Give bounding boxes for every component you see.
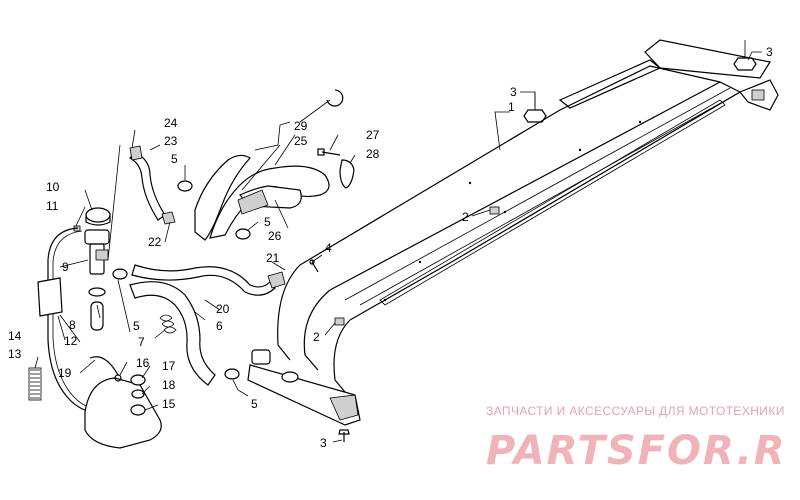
callout-10: 10: [46, 180, 60, 194]
callout-9: 9: [62, 260, 69, 274]
callout-2: 2: [462, 210, 469, 224]
callout-4: 4: [325, 241, 332, 255]
upper-coolant-hose: [194, 154, 330, 241]
callout-26: 26: [268, 229, 282, 243]
callout-3: 3: [320, 436, 327, 450]
callout-3: 3: [766, 45, 773, 59]
callout-11: 11: [46, 199, 59, 213]
callout-8: 8: [69, 318, 76, 332]
watermark-logo: PARTSFOR.RU: [486, 428, 784, 474]
callout-24: 24: [164, 116, 178, 130]
callout-17: 17: [162, 359, 176, 373]
callout-labels: 1 2 2 3 3 3 4 5 5 5 5 6 7 8 9 10 11 12 1…: [8, 45, 773, 450]
callout-1: 1: [508, 100, 515, 114]
callout-22: 22: [148, 235, 162, 249]
tunnel-heat-exchanger: [247, 39, 779, 426]
filler-neck-assembly: [73, 207, 111, 331]
callout-29: 29: [294, 119, 308, 133]
watermark-tagline: ЗАПЧАСТИ И АКСЕССУАРЫ ДЛЯ МОТОТЕХНИКИ: [486, 404, 785, 418]
coolant-bottle: [84, 356, 162, 449]
fasteners: [309, 40, 757, 442]
callout-25: 25: [294, 134, 308, 148]
callout-6: 6: [216, 319, 223, 333]
small-hose-23: [129, 145, 176, 225]
callout-21: 21: [266, 251, 280, 265]
callout-23: 23: [164, 134, 178, 148]
callout-20: 20: [216, 302, 230, 316]
callout-5: 5: [133, 319, 140, 333]
callout-16: 16: [136, 356, 150, 370]
callout-15: 15: [162, 397, 176, 411]
hose-20: [131, 264, 286, 296]
callout-5: 5: [264, 215, 271, 229]
callout-5: 5: [251, 397, 258, 411]
callout-14: 14: [8, 329, 22, 343]
callout-27: 27: [366, 128, 380, 142]
callout-2: 2: [313, 330, 320, 344]
vent-tube: [37, 227, 94, 413]
spring-13: [28, 367, 42, 401]
hose-clamps: [112, 180, 251, 380]
misc-hardware: [317, 89, 355, 189]
callout-5: 5: [171, 152, 178, 166]
lower-hose-6: [129, 281, 216, 386]
callout-12: 12: [64, 334, 78, 348]
leader-lines: [34, 51, 762, 443]
callout-19: 19: [58, 366, 72, 380]
watermark-logo-text: PARTSFOR.RU: [486, 428, 784, 474]
spring-7: [159, 314, 177, 334]
callout-28: 28: [366, 147, 380, 161]
callout-7: 7: [138, 335, 145, 349]
callout-3: 3: [510, 85, 517, 99]
callout-18: 18: [162, 378, 176, 392]
callout-13: 13: [8, 347, 22, 361]
